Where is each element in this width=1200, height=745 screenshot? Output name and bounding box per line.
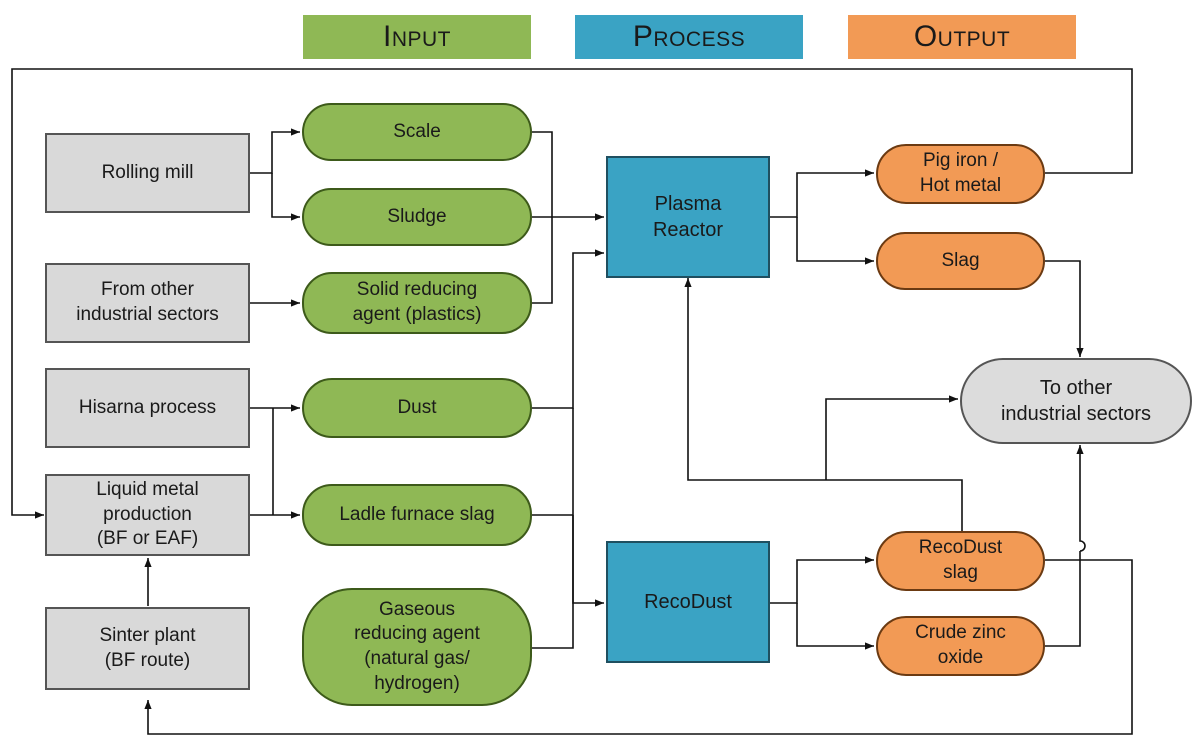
scale-input: Scale (302, 103, 532, 161)
arrow-rolling-mill-to-sludge (271, 173, 300, 221)
arrow-recodust-slag-to-sinter (144, 559, 1133, 735)
to-other-sectors-box: To other industrial sectors (960, 358, 1192, 444)
legend-input-label: Input (382, 20, 451, 53)
arrow-rolling-mill-to-scale (248, 128, 300, 174)
arrow-plasma-to-pig-iron (770, 169, 874, 218)
to-other-sectors-label: To other industrial sectors (1000, 377, 1152, 425)
dust-input: Dust (302, 378, 532, 438)
solid-reducing-agent-input: Solid reducing agent (plastics) (302, 272, 532, 334)
ladle-furnace-slag-label: Ladle furnace slag (339, 503, 495, 525)
recodust-slag-label: RecoDust slag (918, 537, 1003, 583)
hisarna-process-label: Hisarna process (78, 396, 217, 418)
crude-zinc-oxide-label: Crude zinc oxide (915, 622, 1006, 668)
sludge-label: Sludge (387, 205, 447, 227)
ladle-furnace-slag-input: Ladle furnace slag (302, 484, 532, 546)
legend-output: Output (848, 15, 1076, 59)
recodust-slag-output: RecoDust slag (876, 531, 1045, 591)
arrow-inputs-to-recodust (572, 515, 604, 607)
dust-label: Dust (397, 396, 437, 418)
plasma-reactor-label: Plasma Reactor (652, 193, 724, 241)
sludge-input: Sludge (302, 188, 532, 246)
sinter-plant-label: Sinter plant (BF route) (99, 624, 196, 671)
rolling-mill-label: Rolling mill (101, 161, 194, 183)
crude-zinc-oxide-output: Crude zinc oxide (876, 616, 1045, 676)
hisarna-process-box: Hisarna process (45, 368, 250, 448)
slag-output: Slag (876, 232, 1045, 290)
liquid-metal-production-box: Liquid metal production (BF or EAF) (45, 474, 250, 556)
recodust-label: RecoDust (644, 591, 732, 613)
legend-process-label: Process (632, 20, 746, 53)
link-gaseous-agent (532, 408, 574, 649)
rolling-mill-box: Rolling mill (45, 133, 250, 213)
arrow-zinc-oxide-to-other-sectors (1045, 445, 1085, 647)
pig-iron-output: Pig iron / Hot metal (876, 144, 1045, 204)
plasma-reactor-box: Plasma Reactor (606, 156, 770, 278)
scale-label: Scale (393, 120, 441, 142)
arrow-inputs-to-plasma (532, 249, 604, 409)
legend-input: Input (303, 15, 531, 59)
pig-iron-label: Pig iron / Hot metal (919, 150, 1002, 196)
legend-process: Process (575, 15, 803, 59)
arrow-recodust-slag-to-other-sectors (825, 395, 958, 480)
slag-label: Slag (941, 249, 980, 271)
liquid-metal-production-label: Liquid metal production (BF or EAF) (96, 478, 199, 550)
other-sectors-source-box: From other industrial sectors (45, 263, 250, 343)
sinter-plant-box: Sinter plant (BF route) (45, 607, 250, 690)
recodust-box: RecoDust (606, 541, 770, 663)
arrow-recodust-slag-to-plasma (684, 278, 963, 531)
gaseous-reducing-agent-label: Gaseous reducing agent (natural gas/ hyd… (354, 598, 480, 694)
arrow-plasma-to-slag (796, 217, 874, 265)
arrow-recodust-to-recodust-slag (770, 556, 874, 604)
legend-output-label: Output (913, 20, 1011, 53)
solid-reducing-agent-label: Solid reducing agent (plastics) (352, 279, 482, 325)
arrow-pig-iron-to-liquid-metal (11, 68, 1133, 519)
other-sectors-source-label: From other industrial sectors (76, 279, 219, 325)
arrow-slag-to-other-sectors (1045, 260, 1084, 357)
gaseous-reducing-agent-input: Gaseous reducing agent (natural gas/ hyd… (302, 588, 532, 706)
arrow-recodust-to-zinc-oxide (796, 603, 874, 650)
